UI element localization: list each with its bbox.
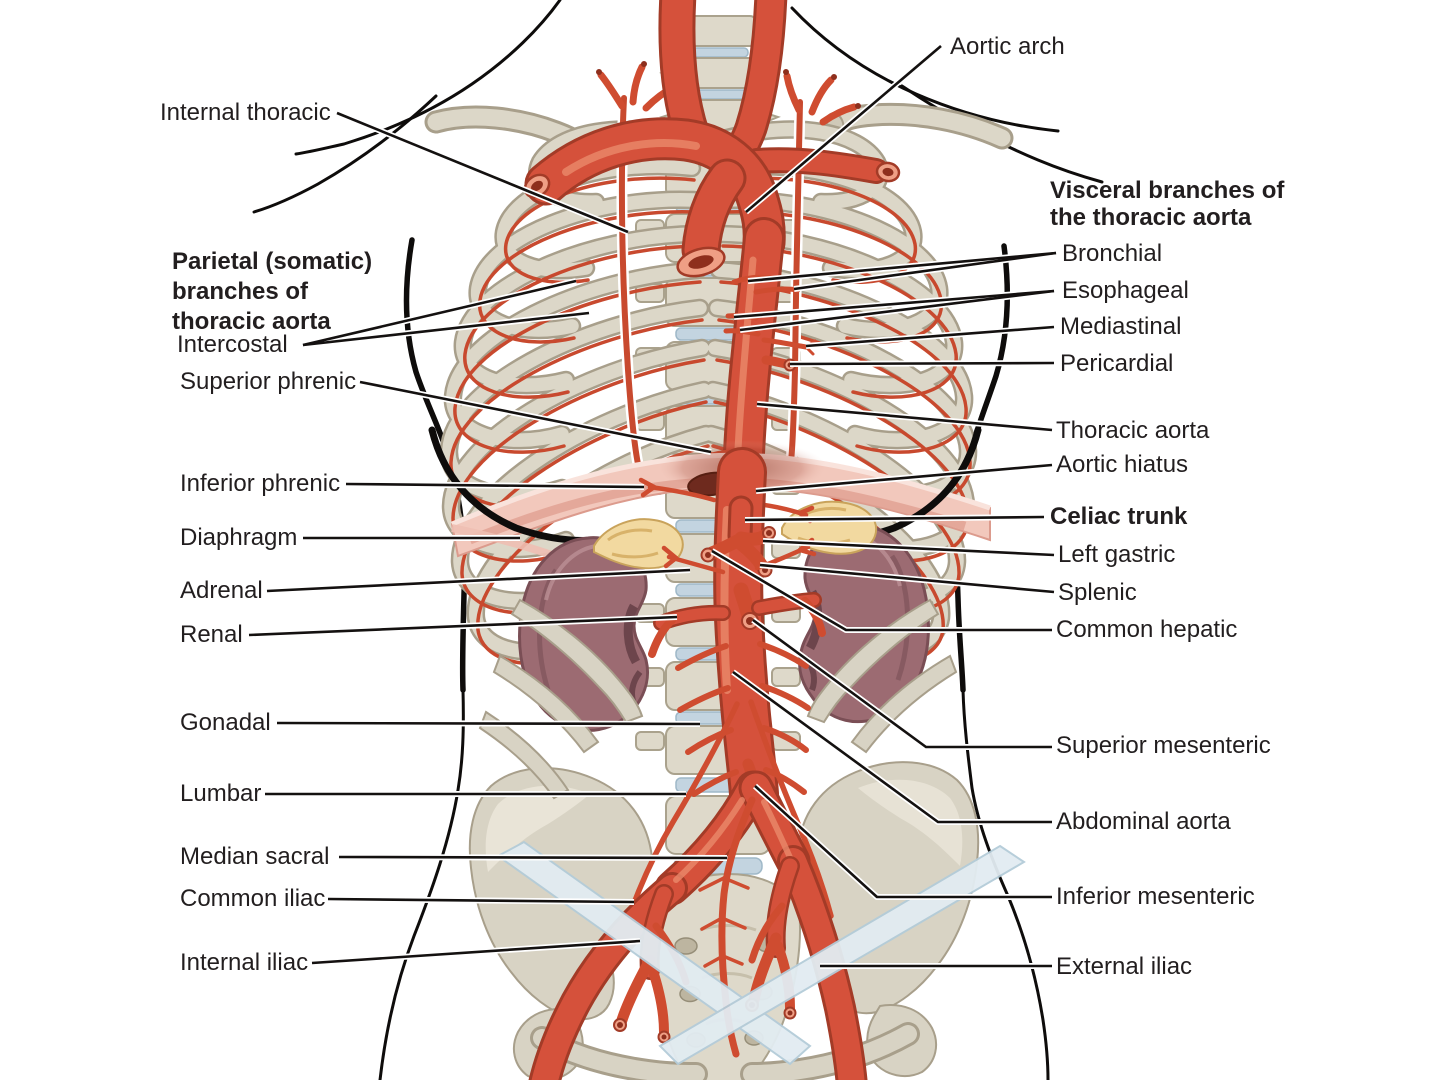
superior-mesenteric-stub xyxy=(733,582,757,624)
label-aortic-arch: Aortic arch xyxy=(950,33,1065,60)
label-left-gastric: Left gastric xyxy=(1058,541,1176,568)
lumbar-arteries xyxy=(675,641,811,797)
label-inferior-phrenic: Inferior phrenic xyxy=(180,470,341,497)
label-lumbar: Lumbar xyxy=(180,780,262,807)
label-median-sacral: Median sacral xyxy=(180,843,330,870)
renal-arteries xyxy=(648,592,826,658)
label-common-hepatic: Common hepatic xyxy=(1056,616,1238,643)
abdominal-aorta-and-branches xyxy=(528,447,868,1080)
leader-median-sacral xyxy=(337,855,729,860)
label-parietal-heading: Parietal (somatic) branches of thoracic … xyxy=(172,248,373,335)
adrenal-arteries xyxy=(661,537,817,575)
label-superior-phrenic: Superior phrenic xyxy=(180,368,357,395)
leader-pericardial xyxy=(788,361,1056,366)
label-renal: Renal xyxy=(180,621,243,648)
label-visceral-heading: Visceral branches of the thoracic aorta xyxy=(1050,177,1285,231)
label-adrenal: Adrenal xyxy=(180,577,263,604)
leader-gonadal xyxy=(275,721,702,726)
label-external-iliac: External iliac xyxy=(1056,953,1193,980)
label-mediastinal: Mediastinal xyxy=(1060,313,1182,340)
label-intercostal: Intercostal xyxy=(177,331,288,358)
label-superior-mesenteric: Superior mesenteric xyxy=(1056,732,1271,759)
label-internal-thoracic: Internal thoracic xyxy=(160,99,331,126)
inguinal-ligaments xyxy=(496,840,1026,1066)
label-celiac-trunk: Celiac trunk xyxy=(1050,503,1188,530)
label-thoracic-aorta: Thoracic aorta xyxy=(1056,417,1210,444)
label-esophageal: Esophageal xyxy=(1062,277,1189,304)
label-aortic-hiatus: Aortic hiatus xyxy=(1056,451,1189,478)
aortic-arch-and-thoracic-aorta xyxy=(523,0,901,511)
label-inferior-mesenteric: Inferior mesenteric xyxy=(1056,883,1255,910)
label-diaphragm: Diaphragm xyxy=(180,524,298,551)
label-internal-iliac: Internal iliac xyxy=(180,949,309,976)
label-common-iliac: Common iliac xyxy=(180,885,326,912)
label-bronchial: Bronchial xyxy=(1062,240,1163,267)
label-gonadal: Gonadal xyxy=(180,709,271,736)
label-abdominal-aorta: Abdominal aorta xyxy=(1056,808,1231,835)
label-splenic: Splenic xyxy=(1058,579,1137,606)
label-pericardial: Pericardial xyxy=(1060,350,1174,377)
